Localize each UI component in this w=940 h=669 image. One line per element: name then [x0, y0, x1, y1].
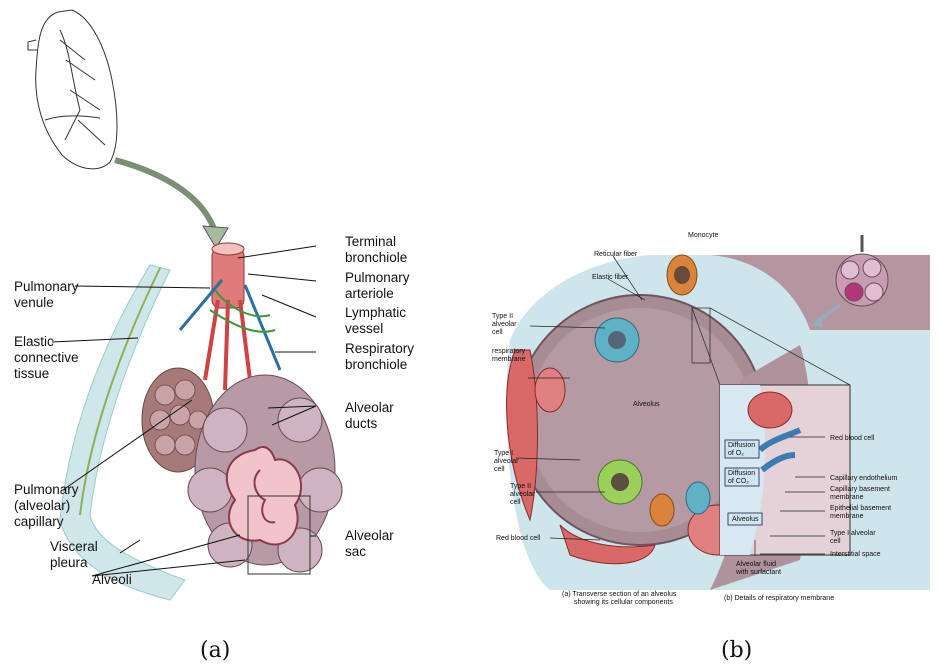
label-red-blood-cell-left: Red blood cell [496, 535, 541, 542]
label-reticular-fiber: Reticular fiber [594, 251, 638, 258]
terminal-bronchiole-drawing [180, 243, 280, 390]
label-red-blood-cell-right: Red blood cell [830, 435, 875, 442]
label-alveolar-sac: Alveolar sac [345, 528, 398, 559]
figure-b: Monocyte Reticular fiber Elastic fiber T… [470, 0, 940, 669]
caption-a-sub: (a) Transverse section of an alveolus sh… [562, 591, 678, 606]
label-alveolus-box: Alveolus [732, 516, 759, 523]
monocyte-cell [667, 255, 697, 295]
label-respiratory-membrane: respiratory membrane [492, 348, 527, 363]
label-capillary-endothelium: Capillary endothelium [830, 475, 897, 482]
label-alveoli: Alveoli [92, 572, 132, 587]
type2-cell-top [595, 318, 639, 362]
label-lymphatic-vessel: Lymphatic vessel [345, 305, 410, 336]
label-pulmonary-arteriole: Pulmonary arteriole [345, 270, 413, 301]
label-alveolus: Alveolus [633, 401, 660, 408]
label-alveolar-ducts: Alveolar ducts [345, 400, 398, 431]
label-terminal-bronchiole: Terminal bronchiole [345, 234, 407, 265]
lung-outline [28, 10, 117, 169]
label-monocyte: Monocyte [688, 232, 718, 239]
label-interstitial-space: Interstitial space [830, 551, 881, 558]
label-pulmonary-venule: Pulmonary venule [14, 279, 82, 310]
type2-cell-bottom [598, 460, 642, 504]
alveolar-cluster [142, 368, 342, 574]
arrow [115, 160, 228, 248]
label-respiratory-bronchiole: Respiratory bronchiole [345, 341, 418, 372]
figure-a: Terminal bronchiole Pulmonary arteriole … [0, 0, 470, 669]
label-elastic-fiber: Elastic fiber [592, 274, 629, 281]
figure-a-caption: (a) [200, 638, 230, 663]
label-alveolar-fluid: Alveolar fluid with surfactant [735, 561, 781, 576]
caption-b-sub: (b) Details of respiratory membrane [724, 595, 834, 602]
figure-b-caption: (b) [721, 638, 752, 663]
